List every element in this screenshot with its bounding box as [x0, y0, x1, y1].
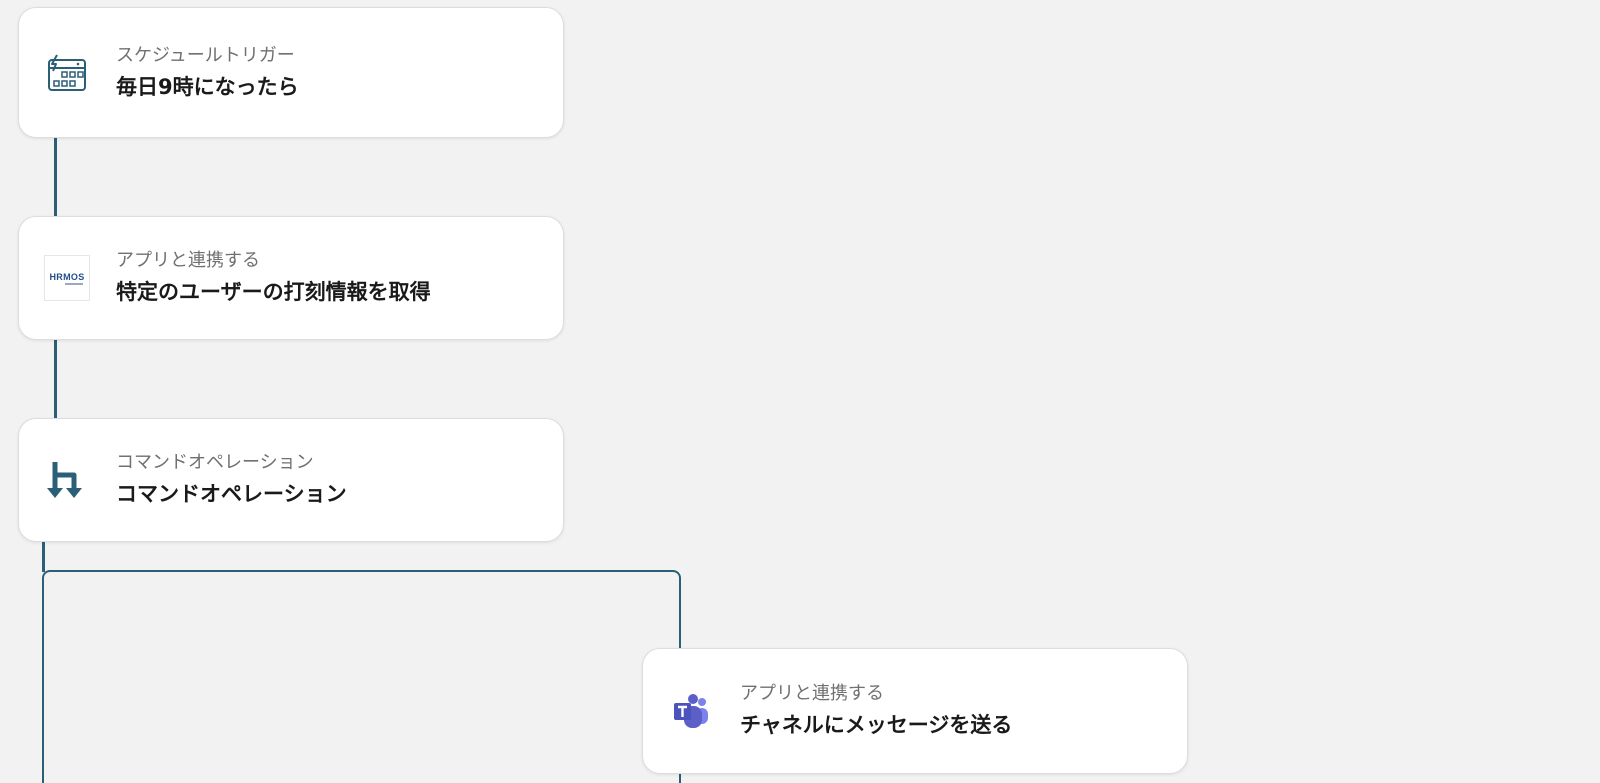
node-title: チャネルにメッセージを送る	[740, 713, 1013, 737]
hrmos-logo-text: HRMOS	[49, 271, 85, 282]
node-title: 毎日9時になったら	[116, 74, 299, 99]
connector-line-1	[54, 138, 57, 216]
node-title: コマンドオペレーション	[116, 482, 347, 506]
flow-node-command-operation[interactable]: コマンドオペレーション コマンドオペレーション	[18, 418, 564, 542]
node-text: アプリと連携する 特定のユーザーの打刻情報を取得	[116, 249, 431, 307]
node-kind-label: コマンドオペレーション	[116, 452, 314, 473]
teams-icon	[667, 687, 715, 735]
branch-connector	[42, 570, 681, 783]
connector-line-2	[54, 340, 57, 418]
branch-arrows-icon	[43, 456, 91, 504]
hrmos-logo-subline	[65, 282, 83, 285]
node-text: アプリと連携する チャネルにメッセージを送る	[740, 682, 1012, 740]
connector-line-3	[42, 542, 45, 572]
node-kind-label: スケジュールトリガー	[116, 44, 295, 66]
flow-node-hrmos-get-punch[interactable]: HRMOS アプリと連携する 特定のユーザーの打刻情報を取得	[18, 216, 564, 340]
hrmos-logo: HRMOS	[44, 255, 90, 301]
node-text: コマンドオペレーション コマンドオペレーション	[116, 451, 347, 509]
calendar-bolt-icon	[43, 49, 91, 97]
node-kind-label: アプリと連携する	[740, 683, 884, 704]
node-kind-label: アプリと連携する	[116, 250, 260, 271]
node-title: 特定のユーザーの打刻情報を取得	[116, 280, 431, 304]
node-text: スケジュールトリガー 毎日9時になったら	[116, 44, 299, 102]
flow-node-schedule-trigger[interactable]: スケジュールトリガー 毎日9時になったら	[18, 7, 564, 138]
flow-node-teams-send-message[interactable]: アプリと連携する チャネルにメッセージを送る	[642, 648, 1188, 774]
hrmos-logo-icon: HRMOS	[43, 254, 91, 302]
